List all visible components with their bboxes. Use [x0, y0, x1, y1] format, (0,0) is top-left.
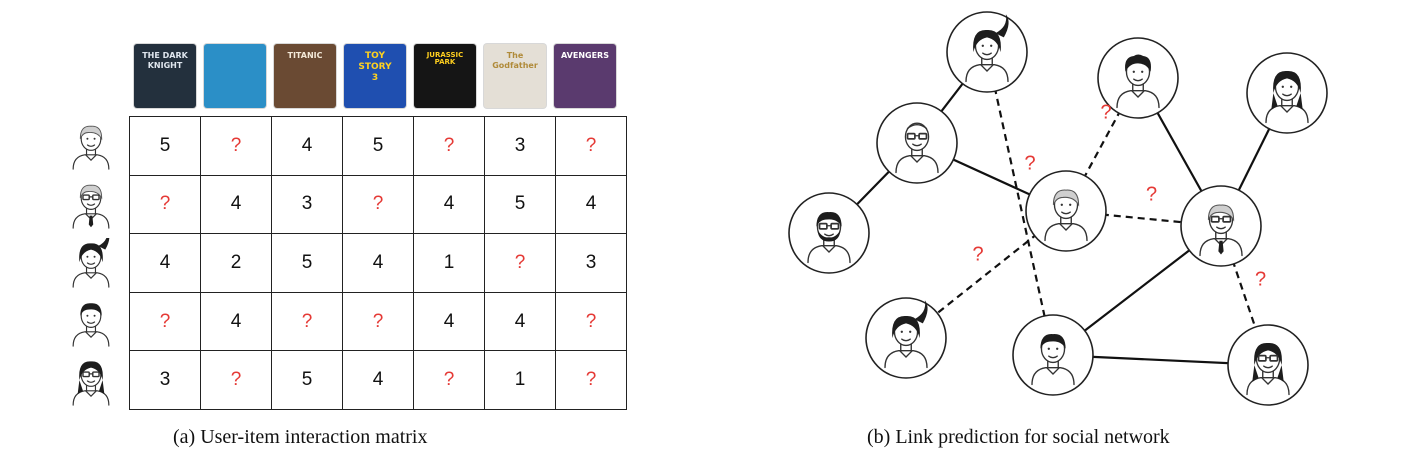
rating-cell: 4: [129, 233, 201, 293]
unknown-rating-cell: ?: [342, 291, 414, 352]
user-avatar-woman-ponytail-icon: [72, 238, 110, 288]
rating-cell: 4: [413, 174, 485, 235]
social-network-graph: ?????: [788, 11, 1328, 406]
user-avatar-man-short-hair-icon: [72, 125, 110, 170]
unknown-rating-cell: ?: [271, 291, 343, 352]
person-man-curly-hair-icon: [1116, 54, 1160, 109]
rating-cell: 1: [413, 233, 485, 293]
network-node-n4: [876, 102, 958, 184]
unknown-rating-cell: ?: [129, 174, 201, 235]
rating-cell: 4: [413, 291, 485, 352]
predicted-link-label: ?: [1024, 153, 1035, 175]
user-avatar-man-dark-hair-icon: [72, 303, 110, 347]
poster-title-text: The: [506, 51, 524, 60]
unknown-rating-cell: ?: [129, 291, 201, 352]
poster-title-text: 3: [371, 73, 379, 83]
poster-titanic: TITANIC: [274, 44, 336, 108]
user-avatar-man-glasses-tie-icon: [72, 184, 110, 229]
network-node-n7: [1180, 185, 1262, 267]
unknown-rating-cell: ?: [200, 350, 272, 410]
person-man-short-hair-icon: [1044, 189, 1088, 242]
predicted-link-label: ?: [972, 244, 983, 266]
network-node-n8: [865, 297, 947, 379]
social-network-panel: ????? (b) Link prediction for social net…: [760, 0, 1406, 474]
unknown-rating-cell: ?: [413, 350, 485, 410]
rating-cell: 4: [200, 291, 272, 352]
person-woman-glasses-long-hair-icon: [1246, 343, 1290, 396]
poster-avengers: AVENGERS: [554, 44, 616, 108]
rating-cell: 4: [484, 291, 556, 352]
unknown-rating-cell: ?: [413, 116, 485, 176]
rating-cell: 5: [271, 350, 343, 410]
network-node-n5: [788, 192, 870, 274]
person-man-glasses-tie-icon: [1199, 204, 1243, 257]
rating-cell: 5: [342, 116, 414, 176]
poster-jurassic-park: JURASSIC PARK: [414, 44, 476, 108]
predicted-link-label: ?: [1100, 102, 1111, 124]
rating-cell: 4: [342, 350, 414, 410]
rating-cell: 4: [555, 174, 627, 235]
unknown-rating-cell: ?: [555, 116, 627, 176]
rating-cell: 3: [271, 174, 343, 235]
poster-title-text: THE DARK: [142, 51, 188, 60]
rating-cell: 5: [271, 233, 343, 293]
person-woman-ponytail-icon: [884, 300, 928, 369]
network-node-n3: [1246, 52, 1328, 134]
unknown-rating-cell: ?: [484, 233, 556, 293]
poster-title-text: TITANIC: [287, 51, 323, 60]
poster-title-text: Godfather: [492, 61, 538, 70]
unknown-rating-cell: ?: [342, 174, 414, 235]
unknown-rating-cell: ?: [555, 350, 627, 410]
rating-cell: 5: [484, 174, 556, 235]
poster-title-text: TOY: [365, 51, 385, 61]
user-avatar-woman-glasses-long-hair-icon: [72, 361, 110, 406]
rating-cell: 5: [129, 116, 201, 176]
person-woman-long-hair-icon: [1265, 71, 1309, 124]
poster-title-text: KNIGHT: [147, 61, 183, 70]
poster-jaws: [204, 44, 266, 108]
network-node-n1: [946, 11, 1028, 93]
unknown-rating-cell: ?: [200, 116, 272, 176]
person-man-dark-hair-icon: [1031, 334, 1075, 386]
rating-cell: 4: [271, 116, 343, 176]
poster-title-text: STORY: [358, 62, 392, 72]
person-man-beard-glasses-icon: [807, 212, 851, 264]
unknown-rating-cell: ?: [555, 291, 627, 352]
poster-title-text: JURASSIC PARK: [426, 51, 464, 66]
rating-cell: 4: [200, 174, 272, 235]
rating-cell: 3: [484, 116, 556, 176]
predicted-link-label: ?: [1255, 269, 1266, 291]
predicted-link-n1-n9: [985, 51, 1055, 356]
matrix-caption: (a) User-item interaction matrix: [173, 426, 428, 448]
rating-cell: 3: [129, 350, 201, 410]
network-node-n6: [1025, 170, 1107, 252]
rating-cell: 4: [342, 233, 414, 293]
network-node-n9: [1012, 314, 1094, 396]
rating-cell: 2: [200, 233, 272, 293]
network-node-n10: [1227, 324, 1309, 406]
person-man-bald-glasses-icon: [895, 122, 939, 174]
predicted-link-label: ?: [1146, 184, 1157, 206]
network-node-n2: [1097, 37, 1179, 119]
rating-cell: 1: [484, 350, 556, 410]
graph-caption: (b) Link prediction for social network: [867, 426, 1170, 448]
rating-cell: 3: [555, 233, 627, 293]
poster-title-text: AVENGERS: [561, 51, 609, 60]
person-woman-ponytail-icon: [965, 14, 1009, 83]
